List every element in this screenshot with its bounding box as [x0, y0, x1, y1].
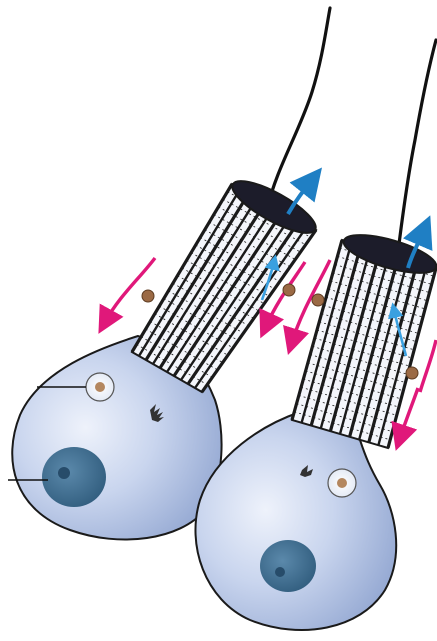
- collar-flow-arrow-5: [420, 340, 436, 392]
- right-collar: [292, 227, 437, 448]
- right-flagellum: [398, 40, 436, 252]
- left-nucleus: [42, 447, 106, 507]
- right-food-particle: [337, 478, 347, 488]
- right-nucleus: [260, 540, 316, 592]
- particle: [312, 294, 324, 306]
- particle: [142, 290, 154, 302]
- left-flagellum: [268, 8, 330, 206]
- right-nucleolus: [275, 567, 285, 577]
- particle: [406, 367, 418, 379]
- left-nucleolus: [58, 467, 70, 479]
- particle: [283, 284, 295, 296]
- right-cell-body: [195, 412, 396, 630]
- left-food-particle: [95, 382, 105, 392]
